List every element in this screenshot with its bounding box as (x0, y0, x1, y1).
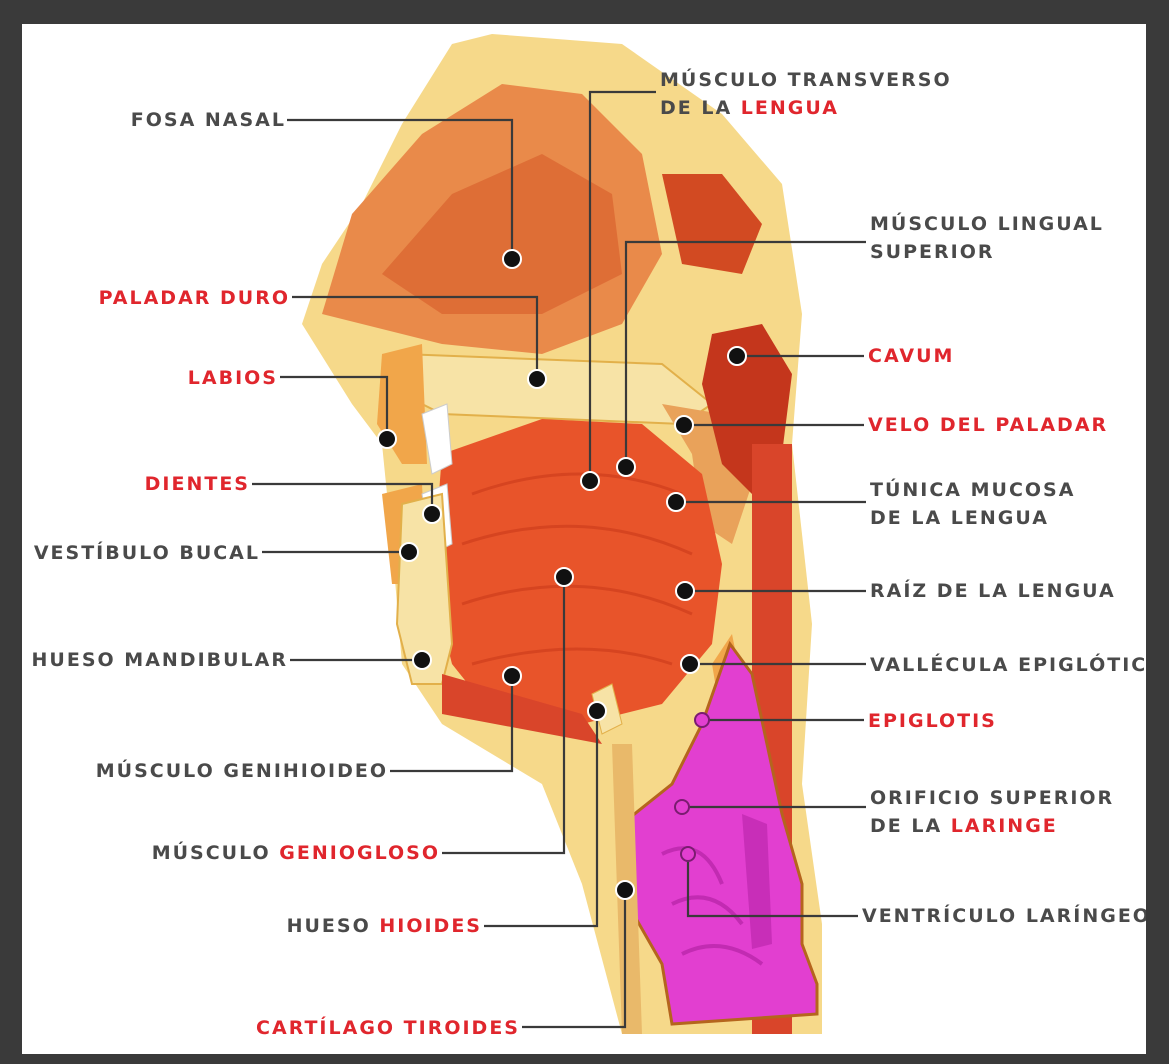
marker-ventriculo (681, 847, 695, 861)
label-epiglotis: EPIGLOTIS (868, 707, 997, 735)
label-vestibulo-bucal: VESTÍBULO BUCAL (34, 539, 260, 567)
marker-hioides (588, 702, 606, 720)
label-geniogloso-highlight: GENIOGLOSO (279, 842, 440, 864)
label-tunica-line1: TÚNICA MUCOSA (870, 476, 1075, 504)
label-transverso-line2-prefix: DE LA (660, 97, 741, 119)
marker-transverso (581, 472, 599, 490)
marker-orificio (675, 800, 689, 814)
label-hueso-mandibular: HUESO MANDIBULAR (32, 646, 288, 674)
label-hioides-highlight: HIOIDES (379, 915, 482, 937)
label-musculo-geniogloso: MÚSCULO GENIOGLOSO (152, 839, 440, 867)
label-ventriculo-laringeo: VENTRÍCULO LARÍNGEO (862, 902, 1146, 930)
label-hioides-prefix: HUESO (287, 915, 380, 937)
marker-genihioideo (503, 667, 521, 685)
label-dientes: DIENTES (145, 470, 250, 498)
label-cavum: CAVUM (868, 342, 954, 370)
tongue (432, 419, 722, 724)
label-orificio-laringe: ORIFICIO SUPERIOR DE LA LARINGE (870, 784, 1114, 840)
label-lingual-line2: SUPERIOR (870, 238, 1104, 266)
marker-tunica (667, 493, 685, 511)
label-tunica-mucosa: TÚNICA MUCOSA DE LA LENGUA (870, 476, 1075, 532)
marker-paladar-duro (528, 370, 546, 388)
label-transverso-line1: MÚSCULO TRANSVERSO (660, 66, 952, 94)
marker-geniogloso (555, 568, 573, 586)
label-hueso-hioides: HUESO HIOIDES (287, 912, 482, 940)
marker-dientes (423, 505, 441, 523)
label-paladar-duro: PALADAR DURO (99, 284, 290, 312)
marker-lingual (617, 458, 635, 476)
marker-labios (378, 430, 396, 448)
label-musculo-transverso: MÚSCULO TRANSVERSO DE LA LENGUA (660, 66, 952, 122)
label-orificio-line2-prefix: DE LA (870, 815, 951, 837)
marker-tiroides (616, 881, 634, 899)
label-transverso-line2-highlight: LENGUA (741, 97, 839, 119)
marker-epiglotis (695, 713, 709, 727)
label-velo-paladar: VELO DEL PALADAR (868, 411, 1108, 439)
label-cartilago-tiroides: CARTÍLAGO TIROIDES (256, 1014, 520, 1042)
marker-fosa-nasal (503, 250, 521, 268)
label-musculo-lingual: MÚSCULO LINGUAL SUPERIOR (870, 210, 1104, 266)
label-orificio-line2-highlight: LARINGE (951, 815, 1058, 837)
label-orificio-line1: ORIFICIO SUPERIOR (870, 784, 1114, 812)
label-fosa-nasal: FOSA NASAL (131, 106, 286, 134)
marker-mandibular (413, 651, 431, 669)
label-labios: LABIOS (188, 364, 278, 392)
marker-raiz (676, 582, 694, 600)
marker-vallecula (681, 655, 699, 673)
label-musculo-genihioideo: MÚSCULO GENIHIOIDEO (96, 757, 388, 785)
label-lingual-line1: MÚSCULO LINGUAL (870, 210, 1104, 238)
label-geniogloso-prefix: MÚSCULO (152, 842, 280, 864)
label-tunica-line2: DE LA LENGUA (870, 504, 1075, 532)
label-raiz-lengua: RAÍZ DE LA LENGUA (870, 577, 1116, 605)
label-vallecula-epiglotica: VALLÉCULA EPIGLÓTICA (870, 651, 1146, 679)
marker-velo (675, 416, 693, 434)
diagram-frame: FOSA NASAL PALADAR DURO LABIOS DIENTES V… (22, 24, 1146, 1054)
marker-vestibulo (400, 543, 418, 561)
marker-cavum (728, 347, 746, 365)
